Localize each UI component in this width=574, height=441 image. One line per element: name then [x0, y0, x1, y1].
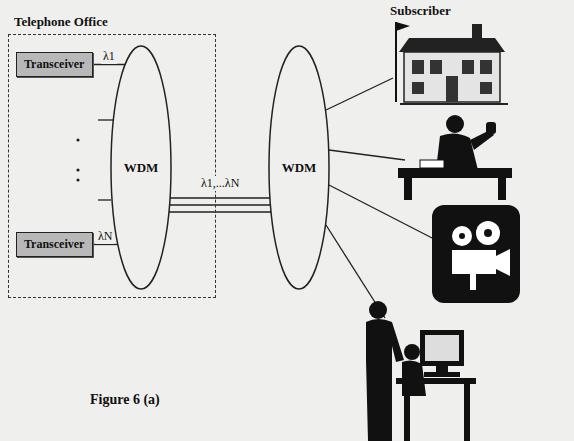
node-label: WDM — [282, 160, 317, 176]
wavelength-label: λN — [96, 229, 114, 244]
wavelength-line — [93, 64, 125, 65]
subscriber-label: Subscriber — [388, 3, 453, 19]
ellipse-outline — [269, 46, 329, 289]
wdm-ellipse: WDM — [110, 45, 172, 290]
transceiver-box: Transceiver — [16, 52, 93, 77]
wavelength-label: λ1,...λN — [199, 176, 241, 191]
ellipsis-dots — [76, 138, 79, 181]
node-label: WDM — [124, 160, 159, 176]
person-at-desk-icon — [398, 115, 512, 200]
node-label: Transceiver — [24, 237, 84, 252]
fiber-link — [169, 198, 271, 212]
computer-users-icon — [366, 301, 476, 441]
drop-lines — [326, 78, 436, 318]
group-heading: Telephone Office — [14, 14, 108, 30]
ellipse-outline — [111, 46, 171, 289]
wavelength-line — [93, 244, 118, 245]
transceiver-box: Transceiver — [16, 232, 93, 257]
node-label: Transceiver — [24, 57, 84, 72]
house-icon — [396, 22, 508, 104]
wavelength-label: λ1 — [101, 49, 117, 64]
video-camera-icon — [432, 205, 520, 303]
figure-caption: Figure 6 (a) — [88, 392, 162, 408]
wdm-ellipse: WDM — [268, 45, 330, 290]
